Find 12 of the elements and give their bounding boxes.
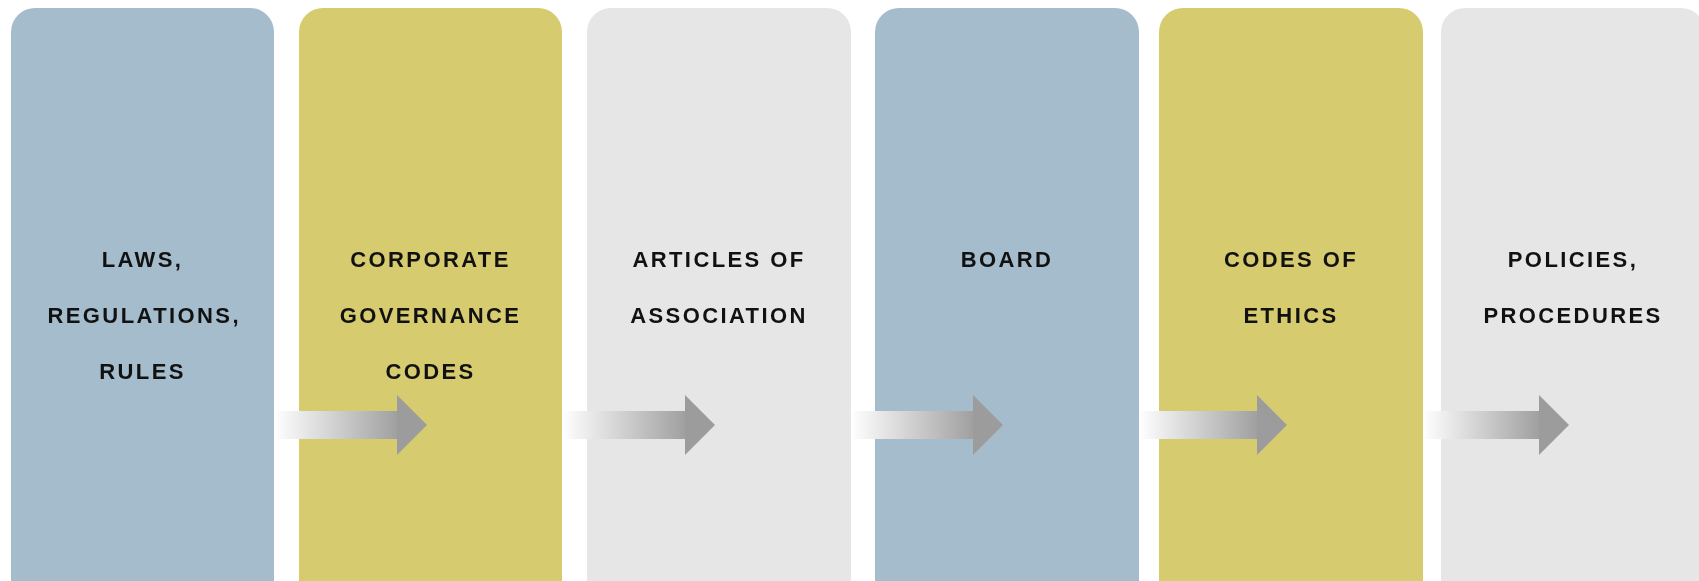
stage-panel (11, 8, 274, 581)
stage-label: POLICIES, PROCEDURES (1482, 246, 1664, 330)
stage-panel (875, 8, 1139, 581)
stage-label: LAWS, REGULATIONS, RULES (47, 246, 238, 386)
stage-label: ARTICLES OF ASSOCIATION (629, 246, 809, 330)
stage-label: CORPORATE GOVERNANCE CODES (338, 246, 523, 386)
stage-panel (1159, 8, 1423, 581)
stage-panel (587, 8, 851, 581)
stage-label: BOARD (959, 246, 1055, 274)
stage-panel (1441, 8, 1699, 581)
stage-panel (299, 8, 562, 581)
stage-label: CODES OF ETHICS (1222, 246, 1360, 330)
